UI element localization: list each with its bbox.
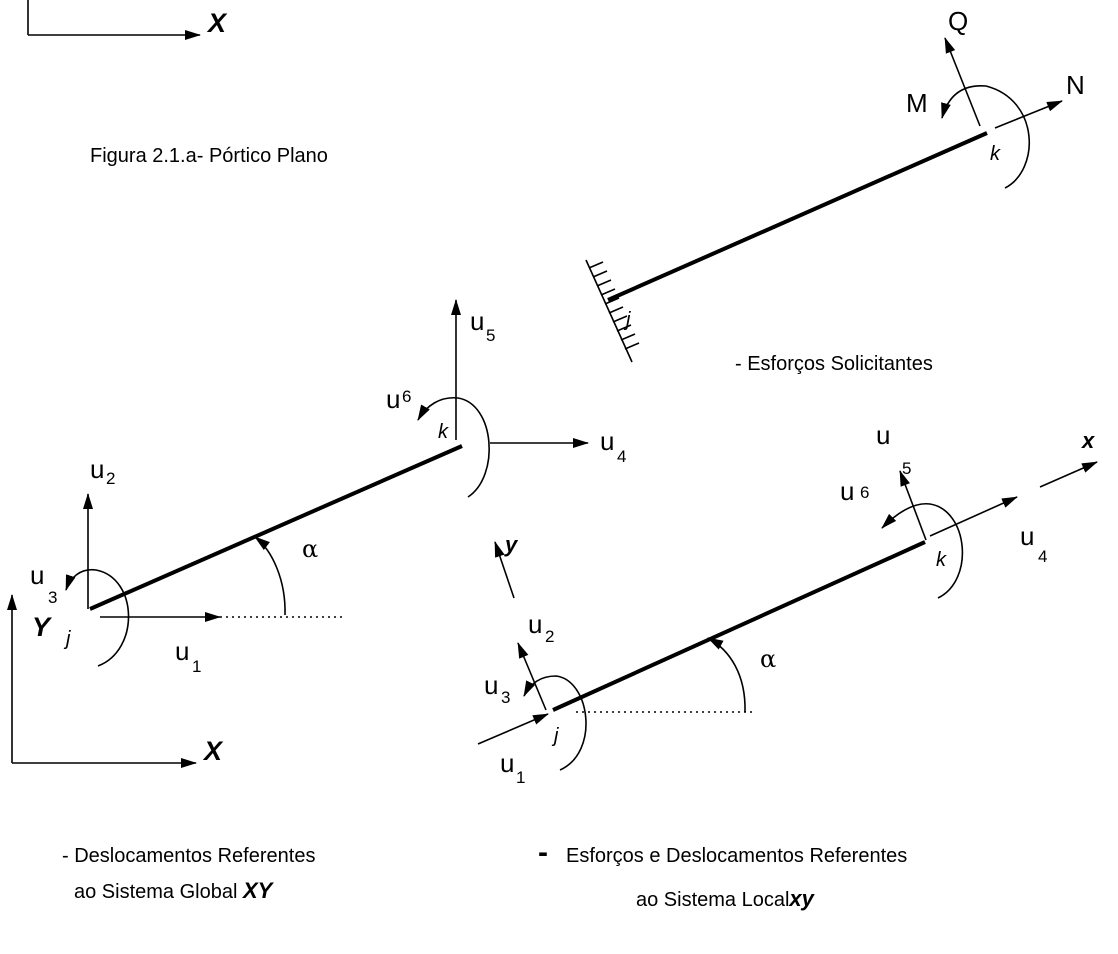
fixed-support-hatch (588, 261, 640, 350)
local-u1-arrow (477, 713, 549, 745)
local-u4-sub: 4 (1038, 547, 1047, 566)
local-node-j: j (551, 725, 559, 747)
solicitantes-node-j: j (623, 309, 631, 331)
global-u3-label: u (30, 560, 44, 590)
m-label: M (906, 88, 928, 118)
local-x-axis-label: x (1081, 428, 1095, 453)
global-u2-label: u (90, 454, 104, 484)
global-caption-line2: ao Sistema Global XY (74, 878, 275, 903)
local-u3-arc (523, 675, 587, 771)
local-alpha: α (760, 645, 776, 673)
global-u5-sub: 5 (486, 326, 495, 345)
global-node-k: k (438, 421, 449, 443)
local-caption-bold: xy (788, 886, 815, 911)
global-u3-arc (65, 568, 130, 667)
global-u1-label: u (175, 636, 189, 666)
local-alpha-arc (707, 637, 746, 713)
global-caption-prefix: ao Sistema Global (74, 881, 243, 903)
local-caption-dash: - (538, 836, 548, 869)
local-caption-prefix: ao Sistema Local (636, 889, 789, 911)
global-u6-label: u (386, 384, 400, 414)
m-moment-arc (941, 85, 1031, 189)
local-caption-line2: ao Sistema Localxy (636, 886, 816, 911)
local-node-k: k (936, 549, 947, 571)
solicitantes-node-k: k (990, 143, 1001, 165)
local-y-axis-label: y (504, 532, 519, 557)
local-u2-sub: 2 (545, 627, 554, 646)
top-axis: X (27, 0, 228, 40)
local-u1-sub: 1 (516, 768, 525, 787)
local-u6-arc (881, 503, 964, 599)
top-x-axis-label: X (206, 8, 228, 38)
global-caption-bold: XY (241, 878, 275, 903)
local-member (552, 540, 926, 712)
global-alpha-arc (254, 536, 286, 616)
local-u5-label: u (876, 420, 890, 450)
local-caption-line1: Esforços e Deslocamentos Referentes (566, 845, 907, 867)
q-force-arrow (944, 37, 981, 127)
global-x-axis-label: X (202, 736, 224, 766)
local-diagram: x y u 2 u 1 u 3 j α u 5 u 4 u 6 k - Esfo… (477, 420, 1098, 911)
n-force-arrow (994, 100, 1063, 129)
global-member (89, 444, 463, 611)
local-u2-arrow (517, 642, 547, 711)
global-alpha: α (302, 535, 318, 563)
local-u4-arrow (929, 496, 1018, 537)
local-u4-label: u (1020, 521, 1034, 551)
solicitantes-caption: - Esforços Solicitantes (735, 353, 933, 375)
global-u5-label: u (470, 306, 484, 336)
local-u6-sub: 6 (860, 483, 869, 502)
solicitantes-diagram: Q N M k j - Esforços Solicitantes (585, 6, 1085, 375)
local-y-axis (494, 541, 515, 599)
figure-caption: Figura 2.1.a- Pórtico Plano (90, 145, 328, 167)
global-caption-line1: - Deslocamentos Referentes (62, 845, 315, 867)
global-u3-sub: 3 (48, 588, 57, 607)
global-u4-label: u (600, 426, 614, 456)
n-label: N (1066, 70, 1085, 100)
local-x-axis (1039, 461, 1098, 488)
q-label: Q (948, 6, 968, 36)
local-u3-sub: 3 (501, 688, 510, 707)
local-u1-label: u (500, 748, 514, 778)
solicitantes-member (607, 131, 988, 302)
global-u6-sub: 6 (402, 387, 411, 406)
local-u2-label: u (528, 609, 542, 639)
global-u2-sub: 2 (106, 469, 115, 488)
global-u1-sub: 1 (192, 657, 201, 676)
local-u3-label: u (484, 670, 498, 700)
global-node-j: j (63, 628, 71, 650)
global-diagram: Y X u 2 u 1 u 3 j α u 5 u 4 u 6 k - Desl… (6, 299, 626, 903)
global-u6-arc (417, 396, 490, 498)
global-u4-sub: 4 (617, 447, 626, 466)
local-u6-label: u (840, 476, 854, 506)
local-u5-sub: 5 (902, 459, 911, 478)
global-y-axis-label: Y (32, 612, 53, 642)
